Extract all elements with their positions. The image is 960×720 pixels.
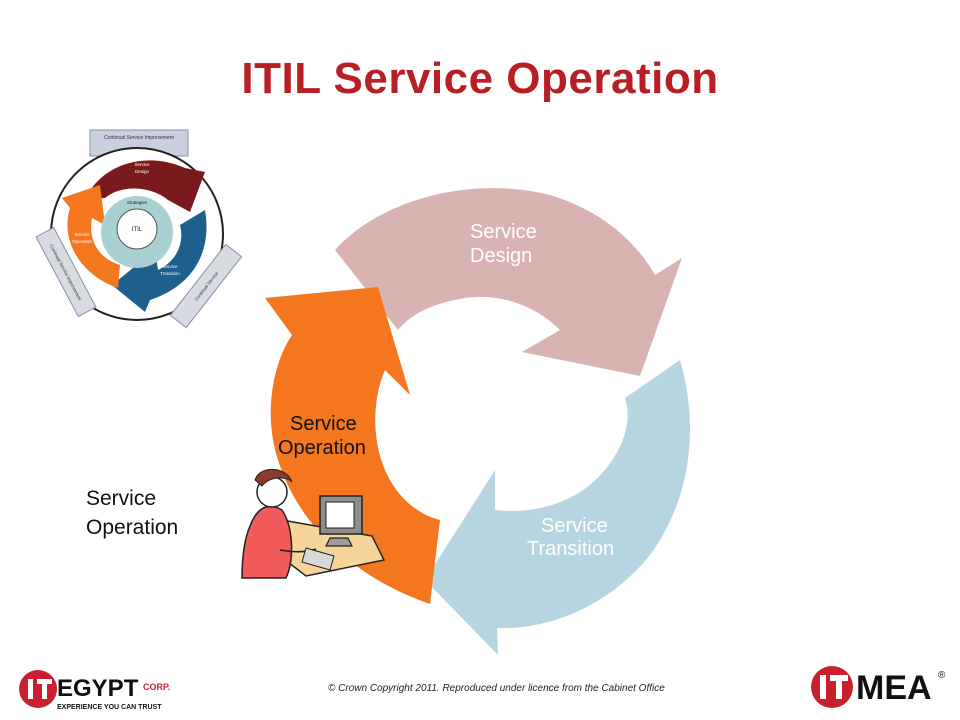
service-transition-arrow	[425, 360, 690, 655]
mini-operation-label-2: Operation	[72, 239, 92, 244]
left-caption: Service Operation	[86, 484, 226, 542]
mini-transition-arrow	[112, 210, 207, 312]
mini-design-arrow	[85, 160, 205, 212]
itegypt-logo-main-text: EGYPT	[57, 675, 139, 702]
person-at-computer-illustration	[241, 468, 386, 579]
mini-operation-label-1: Service	[74, 232, 90, 237]
operation-label-line1: Service	[290, 413, 357, 435]
page-title: ITIL Service Operation	[241, 54, 719, 103]
mini-strategy-label: Strategies	[127, 200, 148, 205]
itegypt-logo-mark	[19, 670, 57, 708]
transition-label-line1: Service	[541, 515, 608, 537]
itegypt-logo-sub-text: CORP.	[143, 682, 170, 692]
service-transition-label: Service Transition	[527, 515, 614, 560]
service-operation-arrow	[265, 287, 440, 604]
operation-label-line2: Operation	[278, 437, 366, 459]
service-design-label: Service Design	[470, 221, 537, 267]
copyright-notice: © Crown Copyright 2011. Reproduced under…	[328, 683, 665, 694]
service-design-arrow	[335, 188, 682, 376]
mini-design-label-2: Design	[135, 169, 150, 174]
design-label-line2: Design	[470, 245, 532, 267]
itmea-logo-mark	[811, 666, 853, 708]
mini-lifecycle-graphic: Continual Service Improvement ITIL Strat…	[35, 129, 243, 329]
itmea-logo-registered-mark: ®	[938, 670, 946, 681]
mini-operation-arrow	[62, 185, 120, 288]
itmea-logo: MEA ®	[811, 666, 946, 708]
itegypt-logo: EGYPT CORP. EXPERIENCE YOU CAN TRUST	[19, 670, 170, 711]
itegypt-logo-tagline: EXPERIENCE YOU CAN TRUST	[57, 704, 162, 711]
itmea-logo-main-text: MEA	[856, 669, 932, 707]
mini-design-label-1: Service	[134, 162, 150, 167]
transition-label-line2: Transition	[527, 538, 614, 560]
mini-transition-label-1: Service	[162, 264, 178, 269]
left-caption-line2: Operation	[86, 516, 179, 539]
mini-core	[116, 208, 158, 250]
mini-core-label: ITIL	[132, 227, 143, 233]
design-label-line1: Service	[470, 221, 537, 243]
mini-top-band-label: Continual Service Improvement	[104, 135, 174, 141]
mini-transition-label-2: Transition	[160, 271, 180, 276]
service-operation-label: Service Operation	[278, 413, 366, 459]
left-caption-line1: Service	[86, 487, 157, 510]
